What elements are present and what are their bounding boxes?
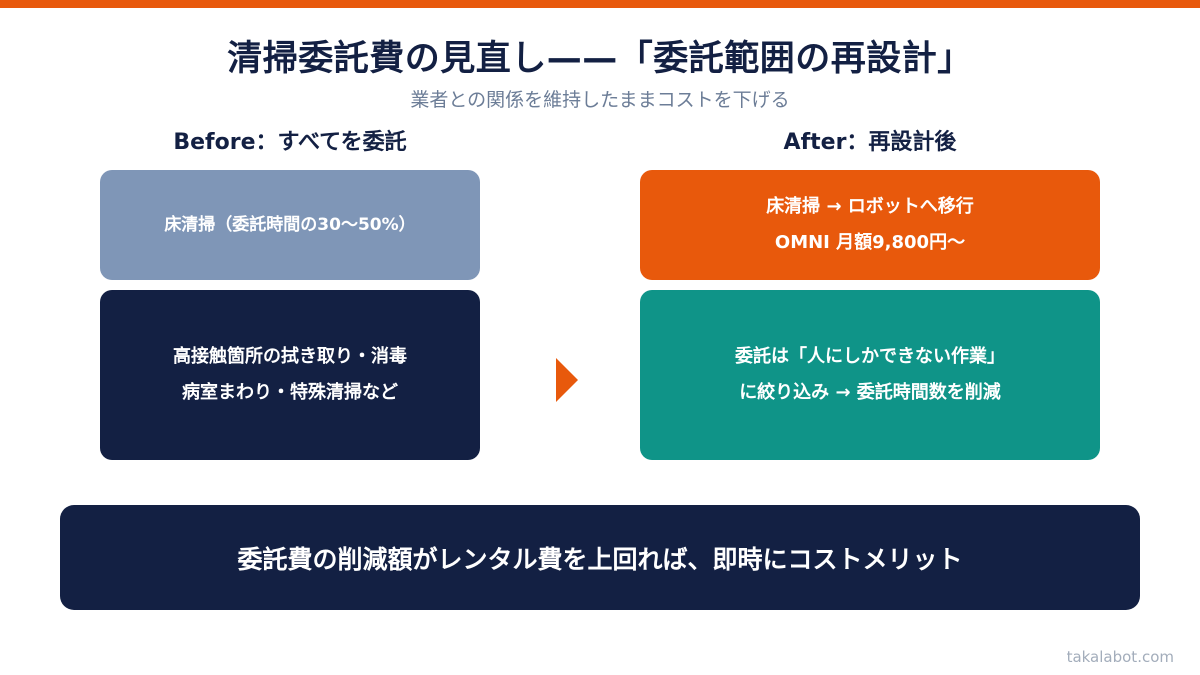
before-heading: Before：すべてを委託 — [173, 130, 407, 155]
conclusion-text: 委託費の削減額がレンタル費を上回れば、即時にコストメリット — [237, 544, 963, 574]
after-outsourcing-box: 委託は「人にしかできない作業」 に絞り込み → 委託時間数を削減 — [640, 290, 1100, 460]
before-floor-cleaning-text: 床清掃（委託時間の30〜50%） — [164, 215, 416, 235]
page-subtitle: 業者との関係を維持したままコストを下げる — [410, 89, 790, 111]
top-accent-bar — [0, 0, 1200, 8]
before-other-tasks-line-1: 高接触箇所の拭き取り・消毒 — [173, 346, 407, 367]
right-arrow-icon — [556, 358, 578, 402]
before-other-tasks-line-2: 病室まわり・特殊清掃など — [182, 382, 398, 403]
after-heading: After：再設計後 — [783, 130, 957, 155]
after-outsourcing-line-2: に絞り込み → 委託時間数を削減 — [739, 382, 1001, 403]
before-floor-cleaning-box: 床清掃（委託時間の30〜50%） — [100, 170, 480, 280]
after-robot-line-2: OMNI 月額9,800円〜 — [774, 232, 966, 253]
conclusion-banner: 委託費の削減額がレンタル費を上回れば、即時にコストメリット — [60, 505, 1140, 610]
site-watermark: takalabot.com — [1066, 648, 1174, 666]
after-robot-line-1: 床清掃 → ロボットへ移行 — [766, 196, 974, 217]
after-outsourcing-line-1: 委託は「人にしかできない作業」 — [735, 346, 1005, 367]
page-title: 清掃委託費の見直し——「委託範囲の再設計」 — [227, 39, 973, 79]
before-other-tasks-box: 高接触箇所の拭き取り・消毒 病室まわり・特殊清掃など — [100, 290, 480, 460]
after-robot-box: 床清掃 → ロボットへ移行 OMNI 月額9,800円〜 — [640, 170, 1100, 280]
